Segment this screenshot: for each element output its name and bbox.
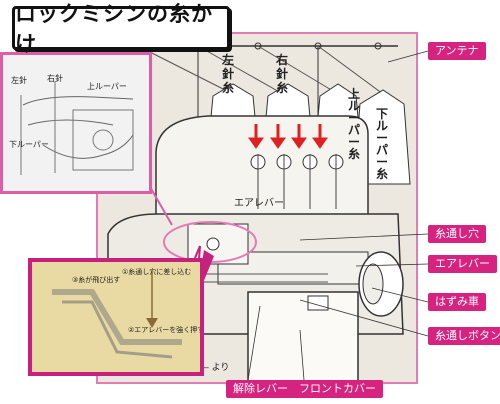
inset-step2-label: ②エアレバーを強く押す (128, 325, 200, 334)
lower-looper-thread-char-1: 下 (376, 107, 388, 121)
right-needle-thread-char-3: 糸 (276, 80, 288, 95)
page-title: ロックミシンの糸かけ (12, 2, 230, 56)
inset-right-needle-label: 右針 (47, 73, 63, 83)
upper-looper-thread-char-3: ー (348, 111, 360, 125)
callout-antenna: アンテナ (428, 42, 486, 60)
callout-threading-button: 糸通しボタン (428, 327, 500, 345)
lower-looper-thread-char-3: ー (376, 131, 388, 145)
callout-handwheel: はずみ車 (428, 293, 486, 311)
inset-step3-label: ③糸が飛び出す (72, 275, 120, 284)
inset-thread-path-drawing: 左針 右針 上ルーパー 下ルーパー (3, 55, 149, 191)
upper-looper-thread-char-6: 糸 (348, 146, 360, 161)
callout-release-lever: 解除レバー (226, 380, 295, 398)
inset-lower-looper-label: 下ルーパー (9, 140, 49, 149)
inset-upper-looper-label: 上ルーパー (87, 82, 127, 91)
callout-air-lever: エアレバー (428, 255, 497, 273)
upper-looper-thread-char-1: 上 (348, 86, 360, 101)
diagram-air-lever-label: エアレバー (234, 197, 284, 209)
callout-thread-hole: 糸通し穴 (428, 225, 486, 243)
callout-front-cover: フロントカバー (292, 380, 383, 398)
lower-looper-thread-char-2: ル (376, 119, 388, 133)
upper-looper-thread-char-2: ル (348, 99, 360, 113)
upper-looper-thread-char-5: ー (348, 135, 360, 149)
left-needle-thread-char-2: 針 (222, 66, 234, 81)
right-needle-thread-char-2: 針 (276, 66, 288, 81)
inset-air-threading-steps: ③糸が飛び出す ①糸通し穴に差し込む ②エアレバーを強く押す (28, 258, 204, 376)
lower-looper-thread-char-6: 糸 (376, 166, 388, 181)
inset-left-needle-label: 左針 (11, 75, 27, 85)
right-needle-thread-char-1: 右 (275, 52, 288, 67)
inset-thread-path-detail: 左針 右針 上ルーパー 下ルーパー (0, 52, 152, 194)
left-needle-thread-char-3: 糸 (222, 80, 234, 95)
lower-looper-thread-char-5: ー (376, 155, 388, 169)
inset-step1-label: ①糸通し穴に差し込む (122, 267, 191, 276)
inset-air-threading-drawing: ③糸が飛び出す ①糸通し穴に差し込む ②エアレバーを強く押す (32, 262, 200, 372)
lower-looper-thread-char-4: パ (376, 143, 388, 157)
upper-looper-thread-char-4: パ (348, 123, 360, 137)
left-needle-thread-char-1: 左 (221, 52, 234, 67)
